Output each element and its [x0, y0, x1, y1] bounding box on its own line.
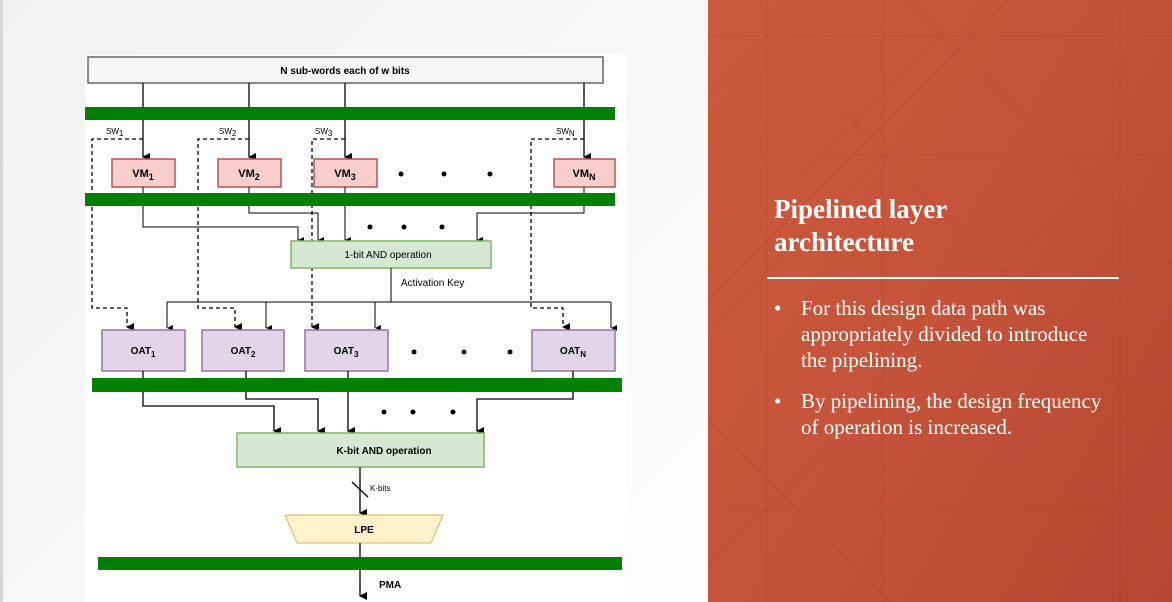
- svg-text:VM2: VM2: [238, 168, 260, 182]
- text-panel: Pipelined layer architecture • For this …: [708, 0, 1172, 602]
- slide-left-border: [0, 0, 3, 602]
- sw1-label: SW1: [106, 127, 124, 138]
- bullet-text: By pipelining, the design frequency of o…: [801, 389, 1102, 439]
- oat-ellipsis: [411, 349, 513, 355]
- oatn-box: OATN: [531, 329, 616, 372]
- bullet-list: • For this design data path was appropri…: [774, 295, 1114, 455]
- svg-text:OAT3: OAT3: [334, 346, 359, 359]
- input-subwords-label: N sub-words each of w bits: [280, 66, 410, 77]
- background-pattern: [708, 0, 1172, 602]
- sw2-path: [197, 138, 249, 331]
- and-input-ellipsis: [367, 224, 445, 230]
- svg-text:LPE: LPE: [354, 525, 374, 536]
- bullet-icon: •: [774, 296, 782, 320]
- bullet-text: For this design data path was appropriat…: [801, 296, 1088, 372]
- oat2-box: OAT2: [201, 329, 285, 372]
- vm2-box: VM2: [217, 158, 282, 188]
- slide-title: Pipelined layer architecture: [774, 193, 1134, 259]
- pma-output-label: PMA: [379, 580, 401, 591]
- lpe-block: LPE: [284, 514, 444, 544]
- title-divider: [767, 277, 1119, 279]
- slide-title-line2: architecture: [774, 227, 914, 257]
- input-subwords-box: [87, 56, 604, 84]
- bus-width-slash: [351, 481, 369, 498]
- pipeline-register-3: [92, 378, 622, 392]
- svg-text:K-bit AND operation: K-bit AND operation: [336, 446, 431, 457]
- svg-text:VM3: VM3: [334, 168, 356, 182]
- bus-width-label: K-bits: [370, 484, 390, 493]
- oat1-box: OAT1: [101, 329, 186, 372]
- sw2-label: SW2: [219, 127, 237, 138]
- svg-text:VMN: VMN: [573, 168, 596, 182]
- wire-vm1-and: [142, 187, 304, 243]
- pipeline-register-2: [85, 193, 615, 206]
- activation-key-label: Activation Key: [401, 278, 464, 289]
- bullet-icon: •: [774, 389, 782, 413]
- architecture-diagram: N sub-words each of w bits SW1 SW2 SW3 S…: [85, 55, 626, 602]
- oat3-box: OAT3: [304, 329, 389, 372]
- one-bit-and-box: 1-bit AND operation: [290, 240, 492, 269]
- bullet-item: • By pipelining, the design frequency of…: [774, 388, 1114, 440]
- bullet-item: • For this design data path was appropri…: [774, 295, 1114, 373]
- svg-text:OAT2: OAT2: [231, 346, 256, 359]
- svg-text:OAT1: OAT1: [131, 346, 156, 359]
- vm-ellipsis: [398, 171, 493, 177]
- vm3-box: VM3: [313, 158, 378, 188]
- vmn-box: VMN: [553, 158, 616, 188]
- svg-text:VM1: VM1: [132, 168, 154, 182]
- pipeline-register-1: [85, 107, 615, 120]
- sw3-label: SW3: [315, 127, 333, 138]
- sw3-path: [311, 138, 345, 331]
- slide-title-line1: Pipelined layer: [774, 194, 948, 224]
- sw1-path: [91, 138, 143, 331]
- vm1-box: VM1: [111, 158, 176, 188]
- k-bit-and-box: K-bit AND operation: [236, 432, 485, 468]
- swn-label: SWN: [556, 127, 575, 138]
- pipeline-register-4: [98, 557, 622, 570]
- swn-path: [530, 138, 584, 331]
- kand-input-ellipsis: [381, 409, 456, 415]
- svg-text:OATN: OATN: [560, 346, 586, 359]
- svg-text:1-bit AND operation: 1-bit AND operation: [344, 250, 431, 261]
